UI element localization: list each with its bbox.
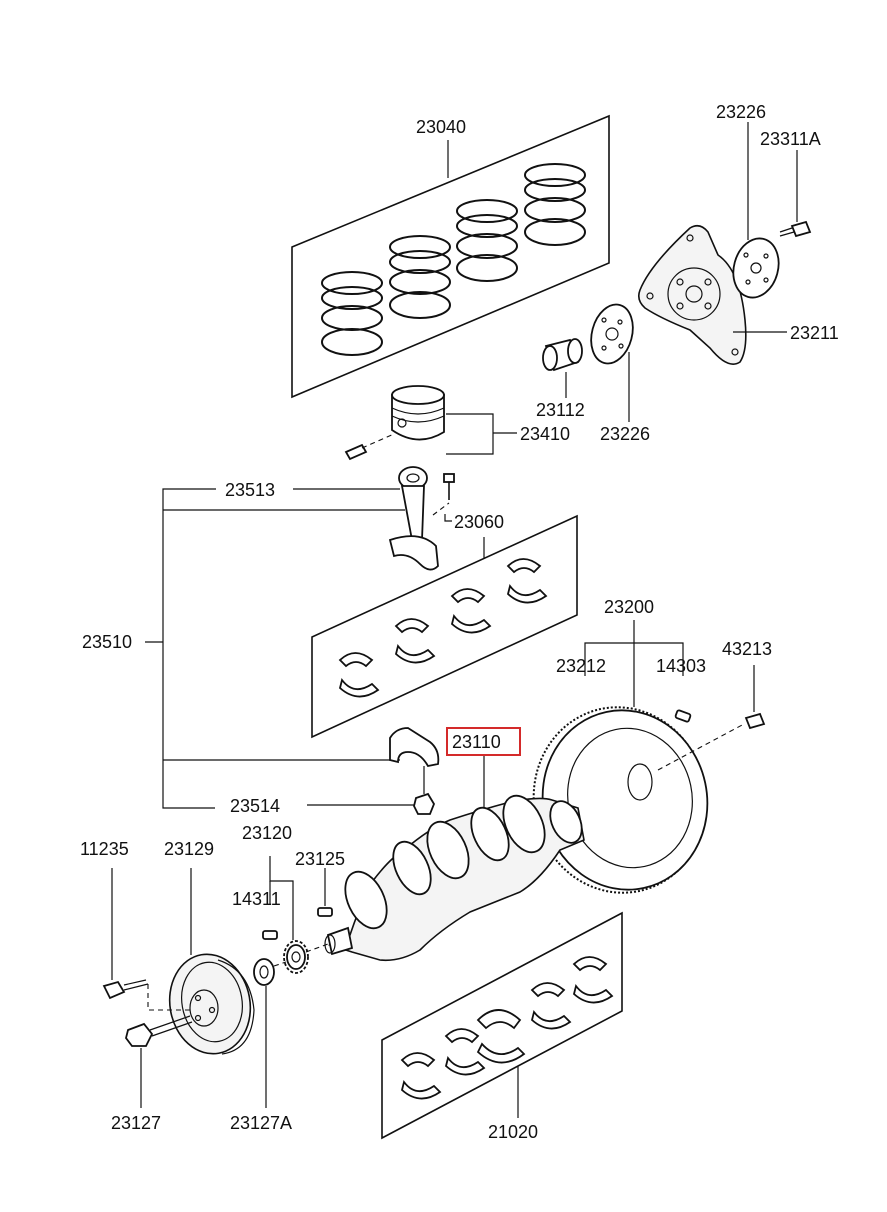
label-14303[interactable]: 14303	[656, 656, 706, 676]
label-23120[interactable]: 23120	[242, 823, 292, 843]
key-23125[interactable]	[317, 868, 333, 917]
main-bearing-set[interactable]	[381, 911, 623, 1140]
label-14311[interactable]: 14311	[232, 889, 281, 909]
flywheel-bracket	[584, 620, 684, 707]
label-23514[interactable]: 23514	[230, 796, 280, 816]
bolt-23311A[interactable]	[779, 220, 812, 238]
ring-stack-4	[524, 163, 586, 246]
crank-pulley[interactable]	[162, 948, 258, 1060]
highlight-box-23110	[446, 727, 521, 756]
label-23127[interactable]: 23127	[111, 1113, 161, 1133]
label-23200[interactable]: 23200	[604, 597, 654, 617]
label-23513[interactable]: 23513	[225, 480, 275, 500]
bolt-23127[interactable]	[125, 1015, 193, 1108]
rod-bearing-set[interactable]	[311, 514, 578, 739]
label-23510[interactable]: 23510	[82, 632, 132, 652]
ring-stack-3	[456, 199, 518, 282]
drive-plate[interactable]	[638, 224, 747, 365]
crankshaft[interactable]	[324, 789, 588, 962]
label-23212[interactable]: 23212	[556, 656, 606, 676]
dowel-pin-14303[interactable]	[674, 709, 692, 723]
label-21020[interactable]: 21020	[488, 1122, 538, 1142]
label-23060[interactable]: 23060	[454, 512, 504, 532]
rod-cap[interactable]	[389, 727, 440, 768]
label-23112[interactable]: 23112	[536, 400, 585, 420]
label-23226-mid[interactable]: 23226	[600, 424, 650, 444]
label-11235[interactable]: 11235	[80, 839, 129, 859]
gear-bracket	[269, 856, 294, 940]
ring-stack-2	[389, 235, 451, 319]
flywheel-bolt-43213[interactable]	[657, 665, 766, 771]
label-23311A[interactable]: 23311A	[760, 129, 821, 149]
crank-gear[interactable]	[283, 940, 309, 974]
pilot-bushing[interactable]	[542, 338, 583, 372]
ring-stack-1	[321, 271, 383, 356]
bolt-11235[interactable]	[102, 868, 149, 1000]
label-23125[interactable]: 23125	[295, 849, 345, 869]
label-23127A[interactable]: 23127A	[230, 1113, 292, 1133]
key-14311[interactable]	[262, 930, 278, 940]
connecting-rod[interactable]	[388, 466, 439, 571]
connecting-rod-bracket	[145, 488, 416, 809]
piston[interactable]	[344, 385, 517, 461]
label-43213[interactable]: 43213	[722, 639, 772, 659]
washer-23127A[interactable]	[253, 958, 275, 986]
label-23110[interactable]: 23110	[452, 732, 501, 752]
label-23129[interactable]: 23129	[164, 839, 214, 859]
shim-plate-top[interactable]	[727, 233, 785, 302]
piston-ring-set[interactable]	[291, 114, 610, 399]
flywheel[interactable]	[517, 691, 724, 909]
label-23040[interactable]: 23040	[416, 117, 466, 137]
shim-plate-mid[interactable]	[585, 300, 639, 368]
rod-bolt[interactable]	[443, 473, 455, 500]
label-23410[interactable]: 23410	[520, 424, 570, 444]
label-23226-top[interactable]: 23226	[716, 102, 766, 122]
label-23211[interactable]: 23211	[790, 323, 839, 343]
rod-nut[interactable]	[413, 766, 436, 815]
